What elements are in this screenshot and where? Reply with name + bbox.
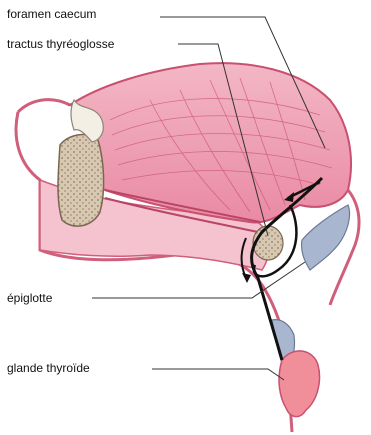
upper-lip-outline — [18, 100, 70, 112]
tongue-body — [70, 63, 351, 222]
label-epiglotte: épiglotte — [7, 292, 52, 304]
thyroid-gland — [279, 351, 319, 417]
label-foramen-caecum: foramen caecum — [7, 8, 96, 20]
hyoid-bone — [253, 226, 283, 260]
curve-arrowhead — [242, 273, 251, 283]
label-glande-thyroide: glande thyroïde — [7, 362, 90, 374]
epiglottis-cartilage — [302, 205, 350, 270]
label-tractus-thyreoglosse: tractus thyréoglosse — [7, 38, 114, 50]
mandible-bone — [58, 135, 104, 227]
